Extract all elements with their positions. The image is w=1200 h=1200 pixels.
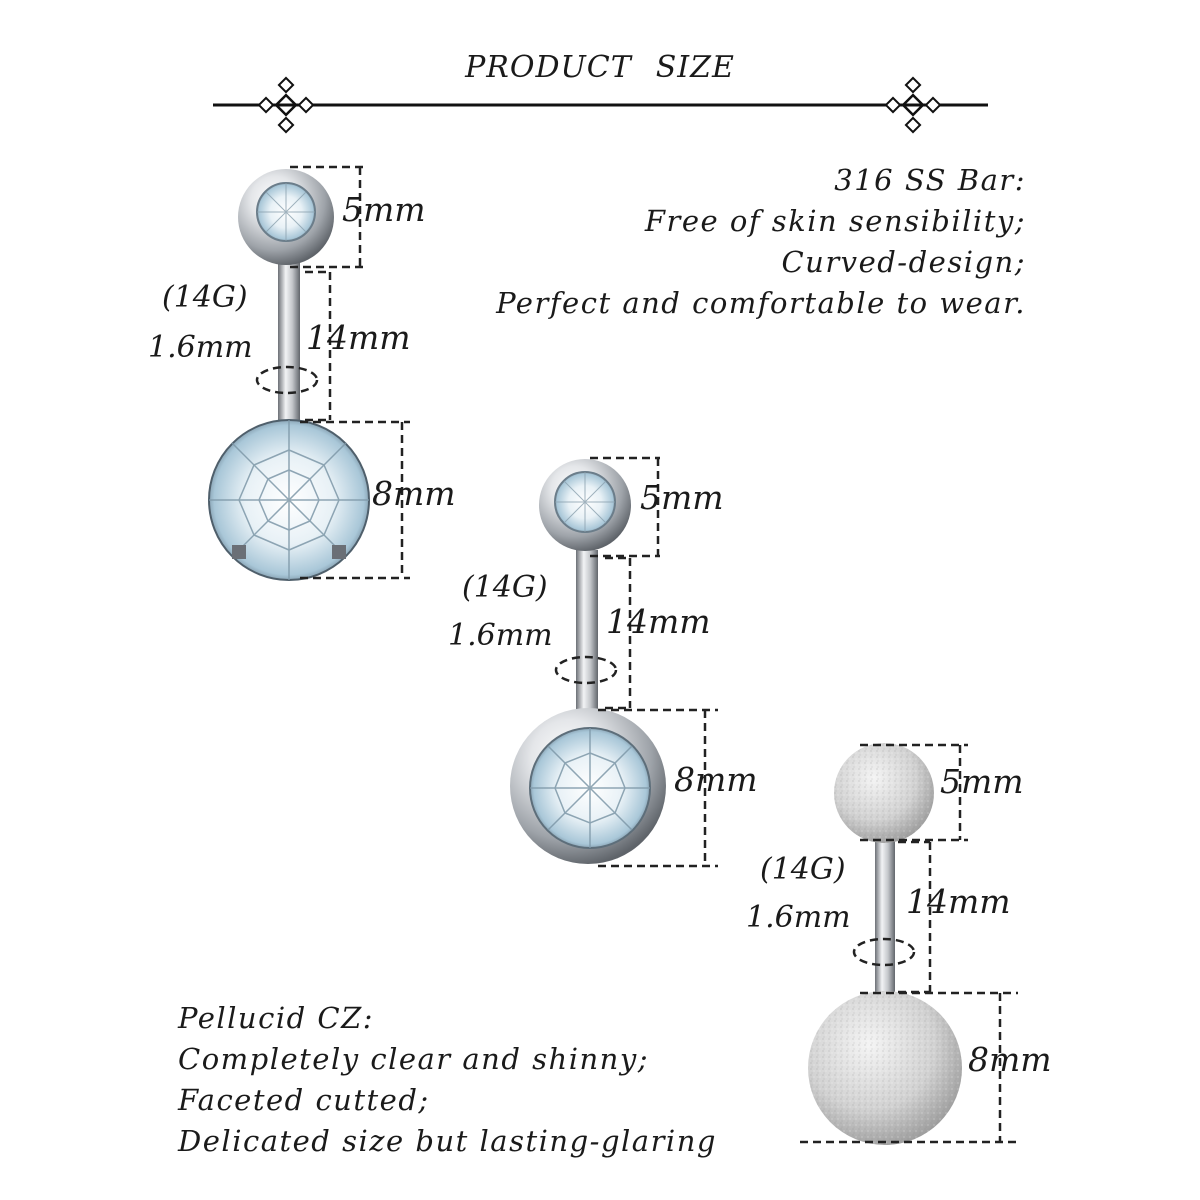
- ornament-right-icon: [884, 76, 942, 134]
- product-1-gauge: (14G): [162, 280, 248, 315]
- cz-note-line: Completely clear and shinny;: [178, 1042, 649, 1076]
- title-word-product: PRODUCT: [465, 50, 632, 85]
- cz-note-heading: Pellucid CZ:: [178, 1001, 375, 1035]
- title-word-size: SIZE: [655, 50, 735, 85]
- product-1-illustration: [208, 165, 410, 581]
- page-title: PRODUCT SIZE: [0, 50, 1200, 85]
- product-3-bottom-ball-size: 8mm: [968, 1040, 1052, 1079]
- product-3-gauge: (14G): [760, 852, 846, 887]
- ornament-left-icon: [257, 76, 315, 134]
- product-2-top-ball-size: 5mm: [640, 478, 724, 517]
- product-3-gauge-mm: 1.6mm: [746, 900, 851, 935]
- header-rule: [213, 76, 988, 134]
- product-2-gauge-mm: 1.6mm: [448, 618, 553, 653]
- product-2-bottom-ball-size: 8mm: [674, 760, 758, 799]
- product-3-top-ball-size: 5mm: [940, 762, 1024, 801]
- cz-note-line: Faceted cutted;: [178, 1083, 430, 1117]
- bar-note-line: Curved-design;: [781, 245, 1026, 279]
- bar-note-line: Free of skin sensibility;: [644, 204, 1026, 238]
- cz-note-line: Delicated size but lasting-glaring: [178, 1124, 717, 1158]
- bar-note-line: Perfect and comfortable to wear.: [496, 286, 1026, 320]
- product-1-gauge-mm: 1.6mm: [148, 330, 253, 365]
- product-3-illustration: [800, 743, 1018, 1145]
- product-2-illustration: [510, 456, 718, 868]
- product-2-bar-length: 14mm: [606, 602, 711, 641]
- bar-note: 316 SS Bar: Free of skin sensibility; Cu…: [496, 160, 1026, 324]
- product-3-bar-length: 14mm: [906, 882, 1011, 921]
- product-1-bar-length: 14mm: [306, 318, 411, 357]
- product-1-bottom-ball-size: 8mm: [372, 474, 456, 513]
- product-2-gauge: (14G): [462, 570, 548, 605]
- bar-note-heading: 316 SS Bar:: [834, 163, 1026, 197]
- cz-note: Pellucid CZ: Completely clear and shinny…: [178, 998, 717, 1162]
- product-1-top-ball-size: 5mm: [342, 190, 426, 229]
